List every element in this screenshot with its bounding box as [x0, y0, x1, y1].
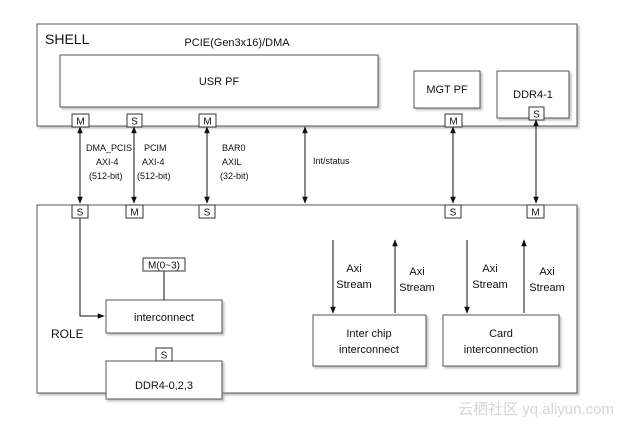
dma-to-interconnect [79, 217, 105, 319]
axi-label-2b: Stream [399, 282, 434, 294]
ddr4-1-label: DDR4-1 [513, 89, 553, 101]
axi-label-4b: Stream [529, 282, 564, 294]
role-block: ROLE interconnect DDR4-0,2,3 Inter chip … [36, 204, 578, 400]
port-m-ddr4-role-label: M [531, 208, 539, 219]
axi-label-1b: Stream [336, 279, 371, 291]
card-box [442, 314, 560, 367]
pcim-label-3: (512-bit) [137, 171, 171, 181]
port-s-dma-role [71, 204, 89, 219]
axi-label-3a: Axi [482, 263, 497, 275]
port-m-bar0 [198, 113, 217, 128]
port-s-bar0-role-label: S [204, 208, 211, 219]
axi-label-2a: Axi [409, 266, 424, 278]
port-m-mgt [444, 113, 463, 128]
link-labels: DMA_PCIS AXI-4 (512-bit) PCIM AXI-4 (512… [86, 143, 350, 181]
axi-label-4a: Axi [539, 266, 554, 278]
port-s-mgt-role [444, 204, 462, 219]
pcim-label-2: AXI-4 [142, 157, 165, 167]
port-m-dma-label: M [76, 117, 84, 128]
ddr4-023-label: DDR4-0,2,3 [135, 380, 193, 392]
card-label-1: Card [489, 328, 513, 340]
role-title: ROLE [51, 327, 84, 341]
int-status-label: Int/status [313, 156, 350, 166]
axi-stream-labels: Axi Stream Axi Stream Axi Stream Axi Str… [336, 263, 564, 294]
port-m-dma [71, 113, 90, 128]
pcim-label-1: PCIM [144, 143, 167, 153]
port-m-mgt-label: M [449, 117, 457, 128]
port-m-bar0-label: M [203, 117, 211, 128]
inter-chip-label-1: Inter chip [346, 328, 391, 340]
port-s-mgt-role-label: S [450, 208, 457, 219]
dma-pcis-label-1: DMA_PCIS [86, 143, 132, 153]
axi-label-3b: Stream [472, 279, 507, 291]
inter-chip-label-2: interconnect [339, 344, 399, 356]
mgt-pf-box [413, 70, 481, 109]
bar0-label-1: BAR0 [222, 143, 246, 153]
bar0-label-2: AXIL [222, 157, 242, 167]
port-m-0-3 [142, 257, 186, 272]
port-s-dma-role-label: S [77, 208, 84, 219]
usr-pf-box [59, 54, 379, 108]
port-s-ddr4-023 [155, 347, 173, 362]
dma-pcis-label-2: AXI-4 [96, 157, 119, 167]
port-m-ddr4-role [526, 204, 545, 219]
card-label-2: interconnection [464, 344, 539, 356]
mgt-pf-label: MGT PF [426, 84, 468, 96]
dma-pcis-label-3: (512-bit) [89, 171, 123, 181]
inter-chip-box [312, 314, 427, 367]
ddr4-023-box [105, 360, 223, 400]
shell-block: SHELL PCIE(Gen3x16)/DMA USR PF MGT PF DD… [36, 23, 578, 127]
interconnect-label: interconnect [134, 312, 194, 324]
watermark: 云栖社区 yq.aliyun.com [458, 401, 614, 418]
shell-ports: M S M M S [71, 106, 545, 128]
port-s-pcim-label: S [131, 117, 138, 128]
bar0-label-3: (32-bit) [220, 171, 249, 181]
connectors [77, 119, 539, 319]
port-m-pcim-role-label: M [130, 208, 138, 219]
port-s-ddr4-1-label: S [533, 110, 540, 121]
port-m-0-3-label: M(0~3) [148, 261, 180, 272]
port-s-bar0-role [198, 204, 216, 219]
axi-label-1a: Axi [346, 263, 361, 275]
usr-pf-label: USR PF [199, 76, 240, 88]
port-s-pcim [126, 113, 143, 128]
pcie-label: PCIE(Gen3x16)/DMA [184, 37, 290, 49]
role-ports: S M S S M M(0~3) S [71, 204, 545, 362]
shell-title: SHELL [45, 31, 90, 47]
port-m-pcim-role [125, 204, 144, 219]
interconnect-box [105, 299, 223, 334]
port-s-ddr4-023-label: S [161, 351, 168, 362]
port-s-ddr4-1 [528, 106, 545, 121]
